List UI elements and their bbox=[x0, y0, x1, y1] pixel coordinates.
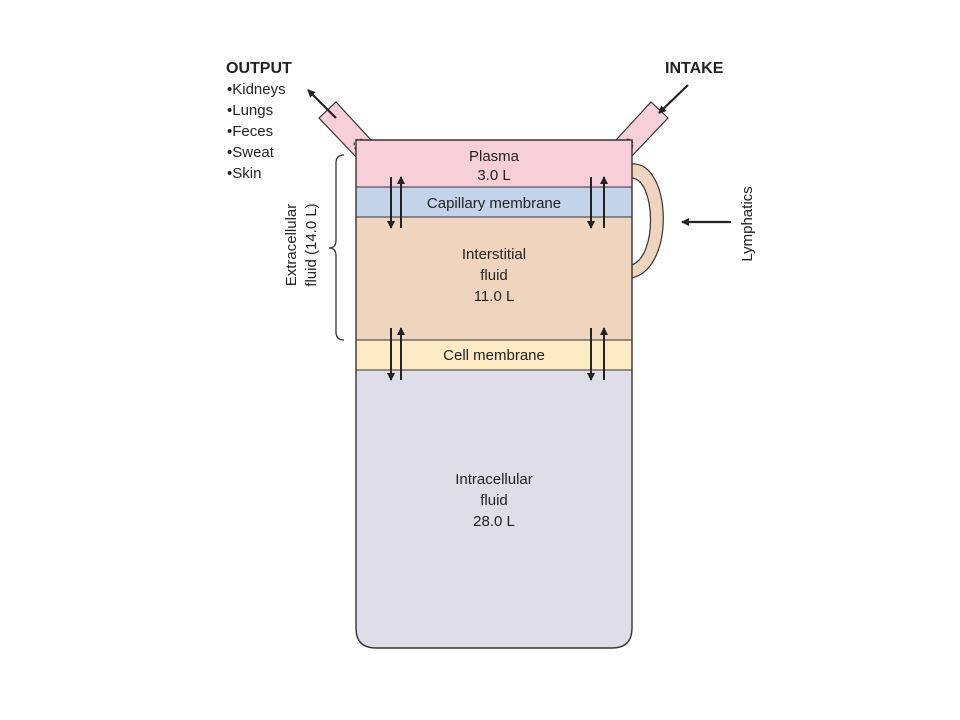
lymphatics-label: Lymphatics bbox=[739, 186, 756, 261]
plasma-label: Plasma bbox=[469, 148, 520, 165]
capillary-membrane-label: Capillary membrane bbox=[427, 195, 561, 212]
extracellular-label-line1: Extracellular bbox=[283, 204, 300, 287]
interstitial-label-line1: Interstitial bbox=[462, 246, 526, 263]
lymphatic-handle bbox=[630, 163, 664, 279]
interstitial-compartment bbox=[356, 217, 632, 340]
intracellular-label-line1: Intracellular bbox=[455, 471, 533, 488]
container-outline bbox=[355, 139, 633, 649]
output-item-skin: •Skin bbox=[227, 165, 261, 182]
interstitial-label-line2: fluid bbox=[480, 267, 508, 284]
output-heading: OUTPUT bbox=[226, 60, 292, 77]
output-item-kidneys: •Kidneys bbox=[227, 81, 286, 98]
intracellular-compartment bbox=[356, 370, 632, 648]
extracellular-label-line2: fluid (14.0 L) bbox=[303, 203, 320, 286]
interstitial-volume: 11.0 L bbox=[474, 288, 515, 305]
output-item-sweat: •Sweat bbox=[227, 144, 275, 161]
intracellular-volume: 28.0 L bbox=[473, 513, 515, 530]
output-item-feces: •Feces bbox=[227, 123, 273, 140]
cell-membrane-label: Cell membrane bbox=[443, 347, 545, 364]
intracellular-label-line2: fluid bbox=[480, 492, 508, 509]
output-arrow bbox=[307, 89, 337, 119]
intake-heading: INTAKE bbox=[665, 60, 724, 77]
extracellular-brace bbox=[328, 154, 345, 341]
output-item-lungs: •Lungs bbox=[227, 102, 273, 119]
intake-arrow bbox=[658, 84, 689, 114]
plasma-volume: 3.0 L bbox=[477, 167, 510, 184]
